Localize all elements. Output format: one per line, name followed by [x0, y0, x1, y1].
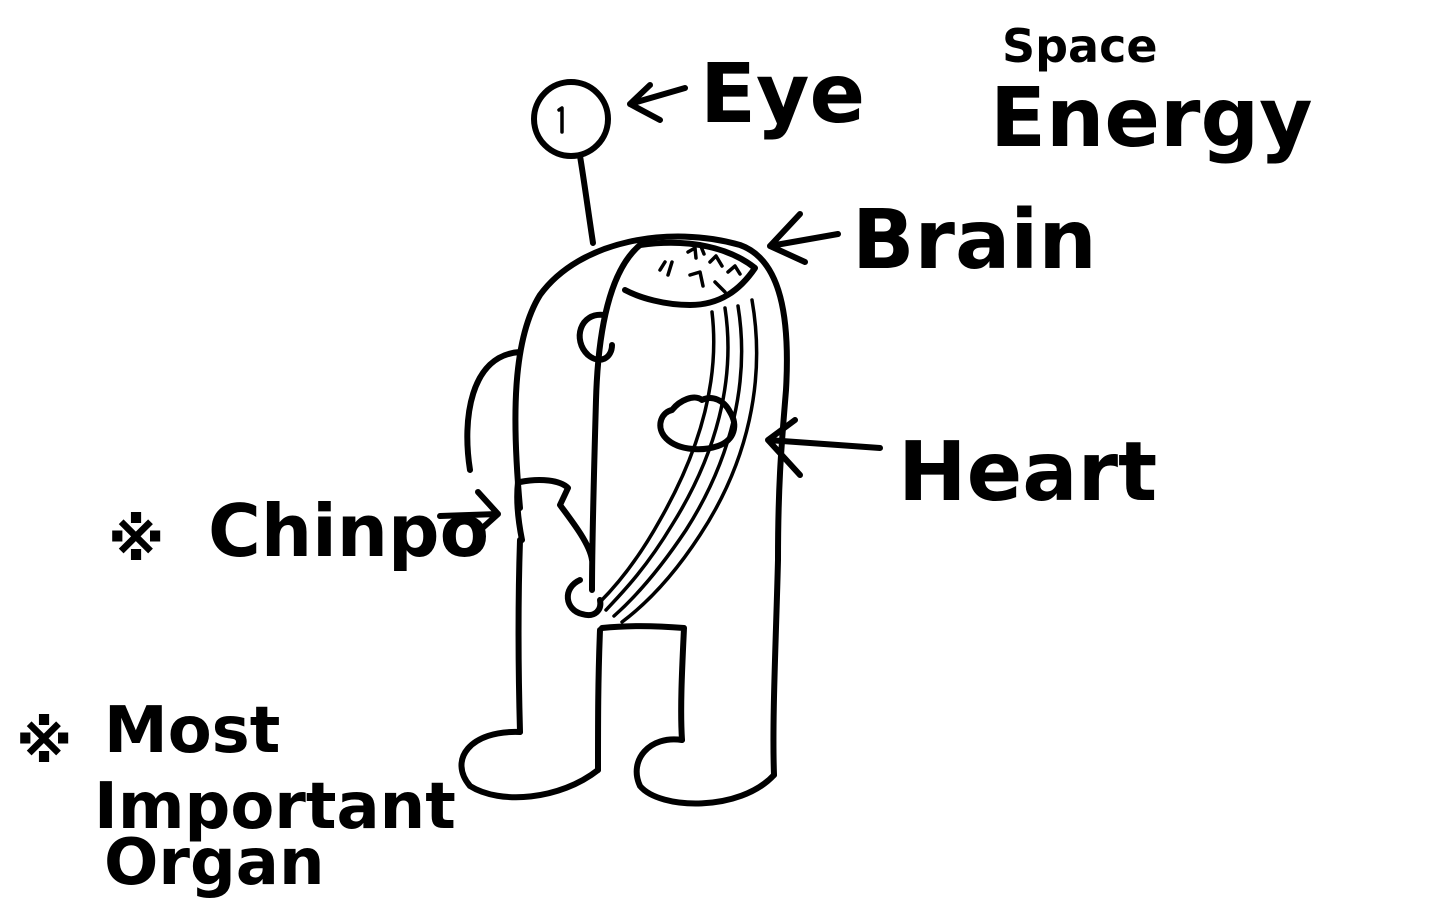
body-strands: [598, 298, 759, 624]
arrow-eye: [627, 82, 688, 123]
eye-stalk-line: [577, 153, 596, 246]
heart-blob: [657, 394, 738, 453]
ear: [576, 311, 615, 363]
reference-mark-chinpo: ※: [108, 506, 164, 574]
label-heart: Heart: [898, 425, 1157, 520]
hand: [564, 577, 604, 618]
crotch-line: [599, 623, 687, 743]
back-arm: [464, 349, 523, 473]
front-arm: [517, 477, 595, 563]
title: Space Energy: [990, 19, 1313, 166]
arrow-chinpo: [437, 489, 501, 535]
creature-body: [458, 233, 790, 807]
title-line1: Space: [1002, 19, 1158, 73]
label-organ-line3: Organ: [104, 826, 325, 900]
face-panel-left: [589, 242, 643, 593]
arm-edge: [514, 479, 525, 543]
label-eye: Eye: [700, 47, 865, 142]
eye-stalk: [531, 79, 611, 246]
reference-mark-organ: ※: [16, 708, 72, 776]
arrow-heart: [765, 417, 883, 478]
foot-right: [633, 736, 777, 807]
leg-left-inner: [595, 627, 603, 773]
arrow-brain: [767, 211, 841, 265]
label-chinpo: Chinpo: [208, 489, 489, 573]
title-line2: Energy: [990, 71, 1313, 166]
eye-bulb: [531, 79, 611, 159]
leg-left-outer: [515, 537, 523, 735]
foot-left: [458, 728, 601, 801]
eye-pupil: [557, 106, 564, 134]
brain-folds: [658, 242, 742, 294]
label-brain: Brain: [852, 193, 1097, 288]
arrows: [437, 82, 883, 535]
label-organ-line2: Important: [94, 770, 456, 844]
label-organ-line1: Most: [104, 694, 280, 768]
body-outline: [512, 233, 790, 778]
